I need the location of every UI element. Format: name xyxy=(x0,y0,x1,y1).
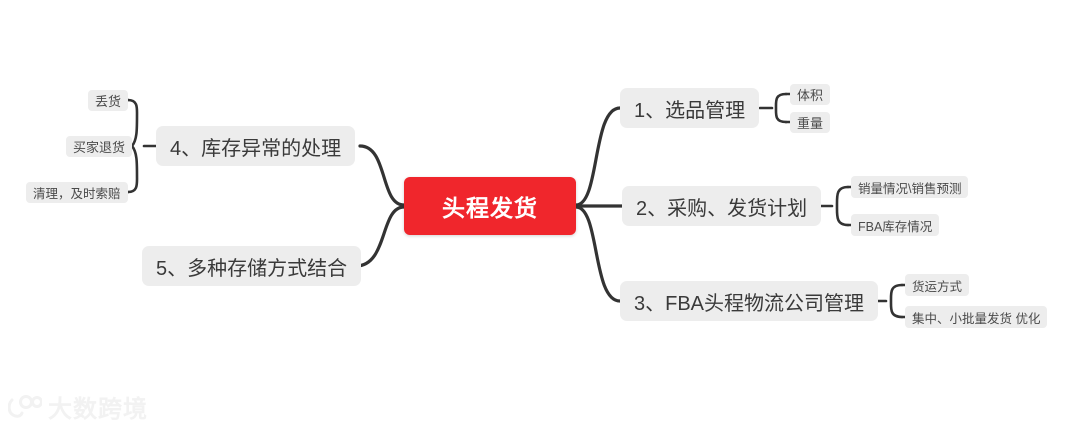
edge-root-to-branch4 xyxy=(358,144,406,207)
branch-node-1[interactable]: 1、选品管理 xyxy=(620,88,760,128)
branch-node-3-label: 3、FBA头程物流公司管理 xyxy=(634,292,865,315)
branch-node-5[interactable]: 5、多种存储方式结合 xyxy=(142,246,362,286)
sub-node-4-3[interactable]: 清理，及时索赔 xyxy=(26,182,128,203)
bracket-branch2 xyxy=(818,185,856,227)
bracket-branch1 xyxy=(758,92,796,124)
sub-node-3-1-label: 货运方式 xyxy=(912,279,963,294)
sub-node-2-1[interactable]: 销量情况\销售预测 xyxy=(851,176,969,198)
sub-node-1-2[interactable]: 重量 xyxy=(790,112,831,133)
branch-node-3[interactable]: 3、FBA头程物流公司管理 xyxy=(620,281,879,321)
branch-node-2[interactable]: 2、采购、发货计划 xyxy=(622,186,822,226)
sub-node-3-1[interactable]: 货运方式 xyxy=(905,274,970,296)
bracket-branch3 xyxy=(872,283,910,319)
logo-icon xyxy=(8,394,42,418)
sub-node-1-1-label: 体积 xyxy=(797,88,824,103)
sub-node-3-2-label: 集中、小批量发货 优化 xyxy=(912,311,1041,326)
watermark-text: 大数跨境 xyxy=(48,396,148,423)
edge-root-to-branch3 xyxy=(574,205,622,303)
branch-node-1-label: 1、选品管理 xyxy=(634,99,746,122)
sub-node-2-1-label: 销量情况\销售预测 xyxy=(858,181,962,196)
branch-node-2-label: 2、采购、发货计划 xyxy=(636,197,808,220)
edge-root-to-branch5 xyxy=(354,205,406,268)
sub-node-4-1[interactable]: 丢货 xyxy=(88,90,129,111)
watermark: 大数跨境 xyxy=(8,389,148,424)
edge-root-to-branch1 xyxy=(574,106,622,207)
sub-node-1-1[interactable]: 体积 xyxy=(790,84,831,105)
sub-node-3-2[interactable]: 集中、小批量发货 优化 xyxy=(905,306,1048,328)
branch-node-5-label: 5、多种存储方式结合 xyxy=(156,257,348,280)
sub-node-4-3-label: 清理，及时索赔 xyxy=(33,187,121,201)
sub-node-4-2-label: 买家退货 xyxy=(73,140,126,155)
root-node-label: 头程发货 xyxy=(442,195,538,221)
sub-node-4-2[interactable]: 买家退货 xyxy=(66,136,133,157)
sub-node-4-1-label: 丢货 xyxy=(95,94,122,109)
sub-node-1-2-label: 重量 xyxy=(797,116,824,131)
sub-node-2-2[interactable]: FBA库存情况 xyxy=(851,214,940,236)
branch-node-4[interactable]: 4、库存异常的处理 xyxy=(156,126,356,166)
branch-node-4-label: 4、库存异常的处理 xyxy=(170,137,342,160)
sub-node-2-2-label: FBA库存情况 xyxy=(858,219,933,234)
root-node[interactable]: 头程发货 xyxy=(404,177,576,235)
